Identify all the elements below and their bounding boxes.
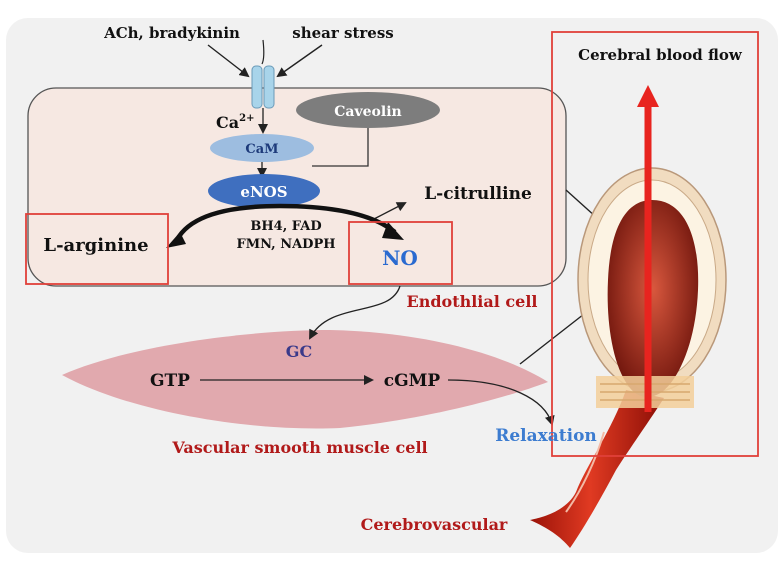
smooth-muscle-cell-label: Vascular smooth muscle cell: [171, 438, 427, 457]
gc-label: GC: [286, 342, 312, 361]
shear-arrow: [276, 44, 323, 78]
l-arginine-box: [25, 213, 169, 285]
channel-stem-line: [261, 39, 265, 65]
cam-label: CaM: [245, 142, 278, 157]
arginine-to-no-arrowhead: [382, 222, 404, 240]
smooth-muscle-cell-body: [62, 330, 548, 429]
endothelial-cell-label: Endothlial cell: [407, 292, 538, 311]
arginine-to-no-arrow: [172, 203, 397, 245]
no-to-gc-arrow: [309, 285, 401, 340]
citrulline-arrow: [371, 202, 407, 221]
enos-label: eNOS: [240, 183, 287, 201]
cofactors-line2: FMN, NADPH: [236, 237, 335, 252]
blood-vessel-illustration: [530, 167, 727, 548]
cgmp-label: cGMP: [384, 371, 441, 391]
caveolin-ellipse: [296, 92, 440, 128]
cam-ellipse: [210, 134, 314, 162]
l-citrulline-label: L-citrulline: [424, 184, 532, 204]
ach-label: ACh, bradykinin: [103, 24, 240, 42]
cerebrovascular-label: Cerebrovascular: [361, 515, 508, 534]
no-box: [348, 221, 453, 285]
no-label: NO: [382, 246, 418, 270]
caveolin-inhibit-line: [312, 128, 369, 167]
cerebral-vessel-box: [551, 31, 759, 457]
ach-arrow: [207, 44, 250, 78]
shear-stress-label: shear stress: [292, 24, 393, 42]
caveolin-label: Caveolin: [334, 104, 401, 120]
relaxation-label: Relaxation: [495, 426, 597, 446]
reaction-tail-head: [166, 232, 186, 248]
enos-ellipse: [208, 174, 320, 208]
l-arginine-label: L-arginine: [43, 235, 148, 256]
calcium-label: Ca2+: [216, 113, 254, 132]
gtp-label: GTP: [150, 371, 190, 391]
cgmp-to-relaxation-arrow: [447, 379, 555, 426]
cerebral-blood-flow-label: Cerebral blood flow: [578, 46, 743, 64]
calcium-channel-icon: [251, 65, 275, 109]
cofactors-line1: BH4, FAD: [250, 219, 321, 234]
